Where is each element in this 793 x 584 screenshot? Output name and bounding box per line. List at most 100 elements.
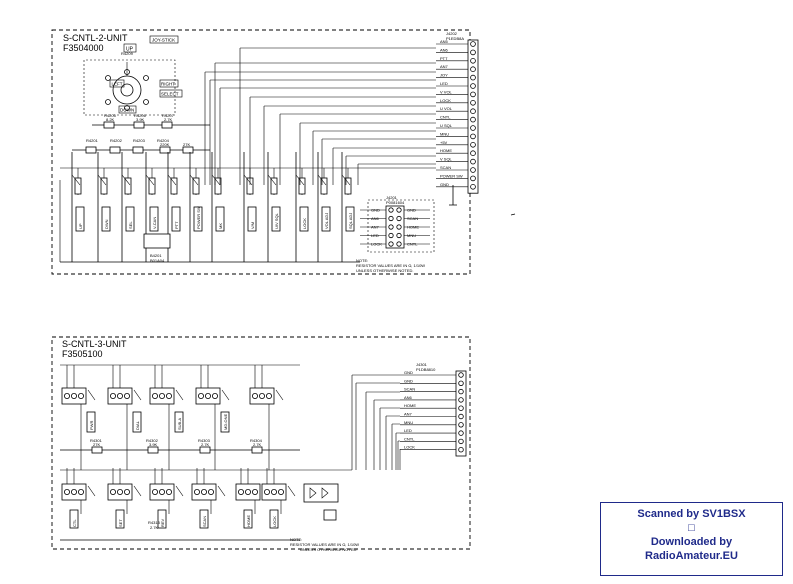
- switch-lever: [87, 485, 96, 497]
- switch-label-box: [69, 509, 79, 529]
- switch-terminal: [207, 488, 214, 495]
- switch-contact: [148, 177, 156, 195]
- unit3-note-line2: UNLESS OTHERWISE NOTED.: [300, 547, 358, 552]
- switch-label: SUB-A: [177, 417, 182, 430]
- bus-wire: [263, 105, 436, 185]
- ground-symbol: [449, 185, 457, 206]
- connector-pin: [470, 142, 476, 148]
- connector-pin: [458, 397, 464, 403]
- bus-wire: [385, 415, 400, 470]
- switch-label: LOCK: [272, 516, 277, 527]
- connector-pin: [458, 380, 464, 386]
- res-label: R4201: [86, 138, 99, 143]
- sub-connector-pin: [396, 232, 402, 239]
- switch-contact: [170, 177, 178, 195]
- connector-pin-label: U VOL: [440, 106, 453, 111]
- switch-terminal: [251, 392, 258, 399]
- joystick-ref: R4209: [121, 51, 134, 56]
- connector-pin-label: AN7: [440, 64, 449, 69]
- bus-wire: [357, 163, 436, 185]
- switch-contact: [100, 177, 108, 195]
- switch-lever: [121, 174, 131, 186]
- bus-wire: [239, 47, 436, 185]
- connector-pin: [458, 413, 464, 420]
- connector-pin-label: U SQL: [440, 123, 453, 128]
- unit3-part: F3505100: [62, 349, 103, 359]
- switch-contact: [320, 177, 328, 195]
- stray-mark: [510, 213, 516, 216]
- switch-label-box: [243, 509, 253, 529]
- unit2-block: S-CNTL-2-UNIT F3504000 UP JOY-STICK LEFT…: [51, 29, 516, 275]
- res-value: 220K: [160, 142, 170, 147]
- switch-terminal: [158, 392, 165, 399]
- connector-pin-label: V VOL: [440, 89, 453, 94]
- joystick-left-label: LEFT: [112, 82, 123, 87]
- sub-connector-pin: [396, 215, 402, 222]
- bus-wire: [351, 374, 400, 470]
- switch-terminal: [204, 392, 211, 399]
- switch-terminal: [110, 392, 117, 399]
- unit2-ic-tag-box: [123, 43, 137, 53]
- switch-terminal: [165, 488, 172, 495]
- switch-label: V/M: [250, 222, 255, 229]
- unit3-note-title: NOTE:: [290, 537, 302, 542]
- switch-label-box: [299, 206, 309, 232]
- switch-contact: [298, 177, 306, 195]
- joystick-assembly: LEFT RIGHT DOWN SELECT R4209: [83, 51, 183, 116]
- connector-pin-label: +5V: [440, 140, 448, 145]
- res-value: 3.9K: [136, 117, 145, 122]
- connector-pin-label: CNTL: [404, 436, 415, 441]
- switch-terminal: [151, 488, 158, 495]
- switch-terminal: [265, 392, 272, 399]
- bus-wire: [332, 147, 436, 185]
- bus-wire: [299, 122, 436, 185]
- connector-pin-label: GND: [404, 370, 413, 375]
- switch-terminal: [165, 392, 172, 399]
- connector-pin: [470, 158, 476, 165]
- switch-label: MD-ONE: [223, 413, 228, 430]
- switch-label-box: [75, 206, 85, 232]
- connector-pin: [458, 430, 464, 436]
- res-label: R4304: [250, 438, 263, 443]
- connector-pin-label: POWER SW: [440, 173, 463, 178]
- sub-connector-pin: [388, 215, 394, 222]
- res-label: R4313: [148, 520, 161, 525]
- switch-label: SET: [118, 519, 123, 527]
- sub-connector-pin: [396, 224, 402, 230]
- bus-wire: [219, 87, 436, 185]
- switch-terminal: [151, 392, 158, 399]
- sub-connector-pin: [388, 232, 394, 239]
- bus-wire: [355, 382, 400, 470]
- bus-wire: [373, 399, 400, 470]
- switch-terminal: [237, 488, 244, 495]
- switch-label: PWR: [89, 421, 94, 430]
- connector-pin-label: LED: [440, 81, 448, 86]
- switch-label: HOME: [246, 515, 251, 527]
- bus-wire: [345, 155, 436, 185]
- bus-wire: [312, 130, 436, 185]
- connector-part: P1DB8810: [416, 367, 436, 372]
- res-value: 27K: [93, 442, 100, 447]
- switch-terminal: [197, 392, 204, 399]
- switch-label-box: [132, 411, 142, 433]
- res-label: R4303: [198, 438, 211, 443]
- res-label: R4207: [162, 113, 175, 118]
- bus-wire: [365, 391, 400, 470]
- switch-lever: [287, 485, 296, 497]
- connector-pin: [470, 167, 476, 173]
- connector-pin: [470, 49, 476, 56]
- connector-pin-label: GND: [404, 378, 413, 383]
- bus-wire: [397, 440, 400, 470]
- unit3-bridge: [303, 483, 339, 521]
- switch-terminal: [64, 488, 71, 495]
- unit3-resistor-row: R4301 27K R4302 3.9K R4303 2.7K R4304 2.…: [60, 438, 300, 530]
- bus-wire: [379, 407, 400, 470]
- res-value: 2.7K: [201, 442, 210, 447]
- switch-label: SCAN: [202, 516, 207, 527]
- switch-label: DWN: [104, 219, 109, 229]
- res-value: 8.2K: [106, 117, 115, 122]
- switch-terminal: [277, 488, 284, 495]
- switch-label-box: [220, 411, 230, 433]
- switch-lever: [175, 389, 184, 401]
